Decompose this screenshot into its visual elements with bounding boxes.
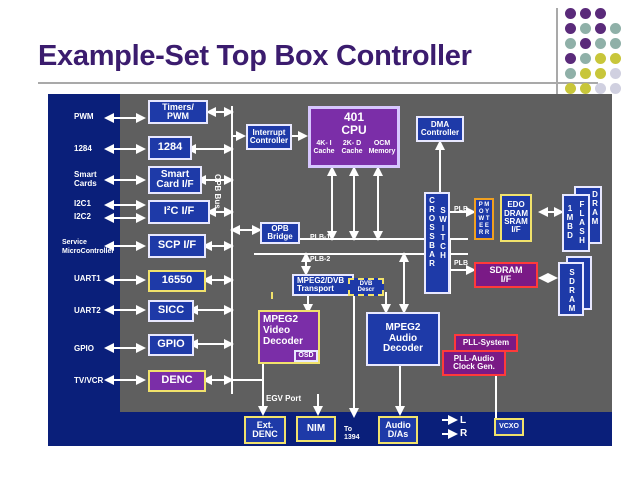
cpu-title: 401 CPU xyxy=(341,110,367,137)
video-decoder-block: MPEG2 Video Decoder OSD xyxy=(258,310,320,364)
decor-dot xyxy=(580,83,591,94)
sicc-block: SICC xyxy=(148,300,194,322)
icache-label: 4K- I Cache xyxy=(313,140,335,155)
smart-card-if-block: Smart Card I/F xyxy=(148,166,202,194)
decor-dot xyxy=(610,53,621,64)
to-1394-label: To 1394 xyxy=(344,426,360,441)
scp-if-block: SCP I/F xyxy=(148,234,206,258)
title-divider-vertical xyxy=(556,8,558,108)
signal-1284: 1284 xyxy=(74,144,92,153)
sdram-stack: S D R A M xyxy=(556,256,596,318)
signal-service-microcontroller: Service MicroController xyxy=(62,239,115,255)
decor-dot xyxy=(610,68,621,79)
sdram-chip-front: S D R A M xyxy=(558,262,584,316)
opb-bus-label: OPB Bus xyxy=(213,174,222,209)
block-diagram: PWM 1284 Smart Cards I2C1 I2C2 Service M… xyxy=(48,94,612,446)
switch-label: S W I T C H xyxy=(439,206,447,260)
signal-uart1: UART1 xyxy=(74,274,101,283)
plb-label-lower: PLB xyxy=(454,260,468,267)
flash-chip-front: 1 M B D F L A S H xyxy=(562,194,590,252)
signal-tv-vcr: TV/VCR xyxy=(74,376,104,385)
timers-pwm-block: Timers/ PWM xyxy=(148,100,208,124)
decor-dot xyxy=(595,38,606,49)
signal-pwm: PWM xyxy=(74,112,94,121)
signal-i2c2: I2C2 xyxy=(74,212,91,221)
gpio-block: GPIO xyxy=(148,334,194,356)
dram-label: D R A M xyxy=(591,190,599,226)
flash-size-label: 1 M B D xyxy=(566,204,574,240)
dcache-label: 2K- D Cache xyxy=(341,140,363,155)
decor-dot xyxy=(610,83,621,94)
title-divider-horizontal xyxy=(38,82,598,84)
pll-audio-clock-block: PLL-Audio Clock Gen. xyxy=(442,350,506,376)
decor-dot xyxy=(565,8,576,19)
edo-dram-sram-if-block: EDO DRAM SRAM I/F xyxy=(500,194,532,242)
decor-dot xyxy=(565,38,576,49)
decor-dot xyxy=(565,53,576,64)
decor-dot xyxy=(565,23,576,34)
osd-block: OSD xyxy=(294,350,318,362)
decor-dot xyxy=(595,8,606,19)
decor-dot xyxy=(580,8,591,19)
audio-decoder-block: MPEG2 Audio Decoder xyxy=(366,312,440,366)
lr-output-label: L R xyxy=(460,415,468,439)
nim-block: NIM xyxy=(296,416,336,442)
signal-smart-cards: Smart Cards xyxy=(74,170,97,188)
slide-title: Example-Set Top Box Controller xyxy=(38,40,472,72)
audio-das-block: Audio D/As xyxy=(378,416,418,444)
decor-dot xyxy=(610,23,621,34)
video-decoder-label: MPEG2 Video Decoder xyxy=(263,314,304,347)
sdram-chip-label: S D R A M xyxy=(568,268,576,313)
block-1284: 1284 xyxy=(148,136,192,160)
decor-dot xyxy=(565,83,576,94)
plb-label-upper: PLB xyxy=(454,206,468,213)
vcxo-block: VCXO xyxy=(494,418,524,436)
flash-stack: 1 M B D F L A S H D R A M xyxy=(562,186,602,252)
signal-uart2: UART2 xyxy=(74,306,101,315)
decor-dot xyxy=(595,53,606,64)
decor-dot xyxy=(580,68,591,79)
sdram-if-block: SDRAM I/F xyxy=(474,262,538,288)
uart-16550-block: 16550 xyxy=(148,270,206,292)
plb1-label: PLB-1 xyxy=(310,234,331,241)
egv-port-label: EGV Port xyxy=(266,394,302,403)
interrupt-controller-block: Interrupt Controller xyxy=(246,124,292,150)
decor-dot xyxy=(580,53,591,64)
decor-dot xyxy=(595,83,606,94)
signal-i2c1: I2C1 xyxy=(74,199,91,208)
decor-dot xyxy=(580,23,591,34)
decor-dot xyxy=(580,38,591,49)
opb-bridge-block: OPB Bridge xyxy=(260,222,300,244)
i2c-if-block: I²C I/F xyxy=(148,200,210,224)
decor-dot xyxy=(595,23,606,34)
decor-dot xyxy=(595,68,606,79)
power-meter-block: P M O Y W T E E R R xyxy=(474,198,494,240)
transport-block: MPEG2/DVB Transport xyxy=(292,274,354,296)
dvb-descrambler-block: DVB Descr xyxy=(348,278,384,296)
dma-controller-block: DMA Controller xyxy=(416,116,464,142)
crossbar-switch-block: C R O S S B A R S W I T C H xyxy=(424,192,450,294)
decor-dot xyxy=(565,68,576,79)
cpu-401-block: 401 CPU 4K- I Cache 2K- D Cache OCM Memo… xyxy=(308,106,400,168)
cpu-caches: 4K- I Cache 2K- D Cache OCM Memory xyxy=(311,140,397,156)
decor-dot xyxy=(610,38,621,49)
signal-gpio: GPIO xyxy=(74,344,95,353)
plb2-label: PLB-2 xyxy=(310,256,331,263)
ext-denc-block: Ext. DENC xyxy=(244,416,286,444)
ocm-label: OCM Memory xyxy=(368,140,396,155)
crossbar-label: C R O S S B A R xyxy=(428,196,436,268)
flash-label: F L A S H xyxy=(579,200,585,245)
denc-block: DENC xyxy=(148,370,206,392)
